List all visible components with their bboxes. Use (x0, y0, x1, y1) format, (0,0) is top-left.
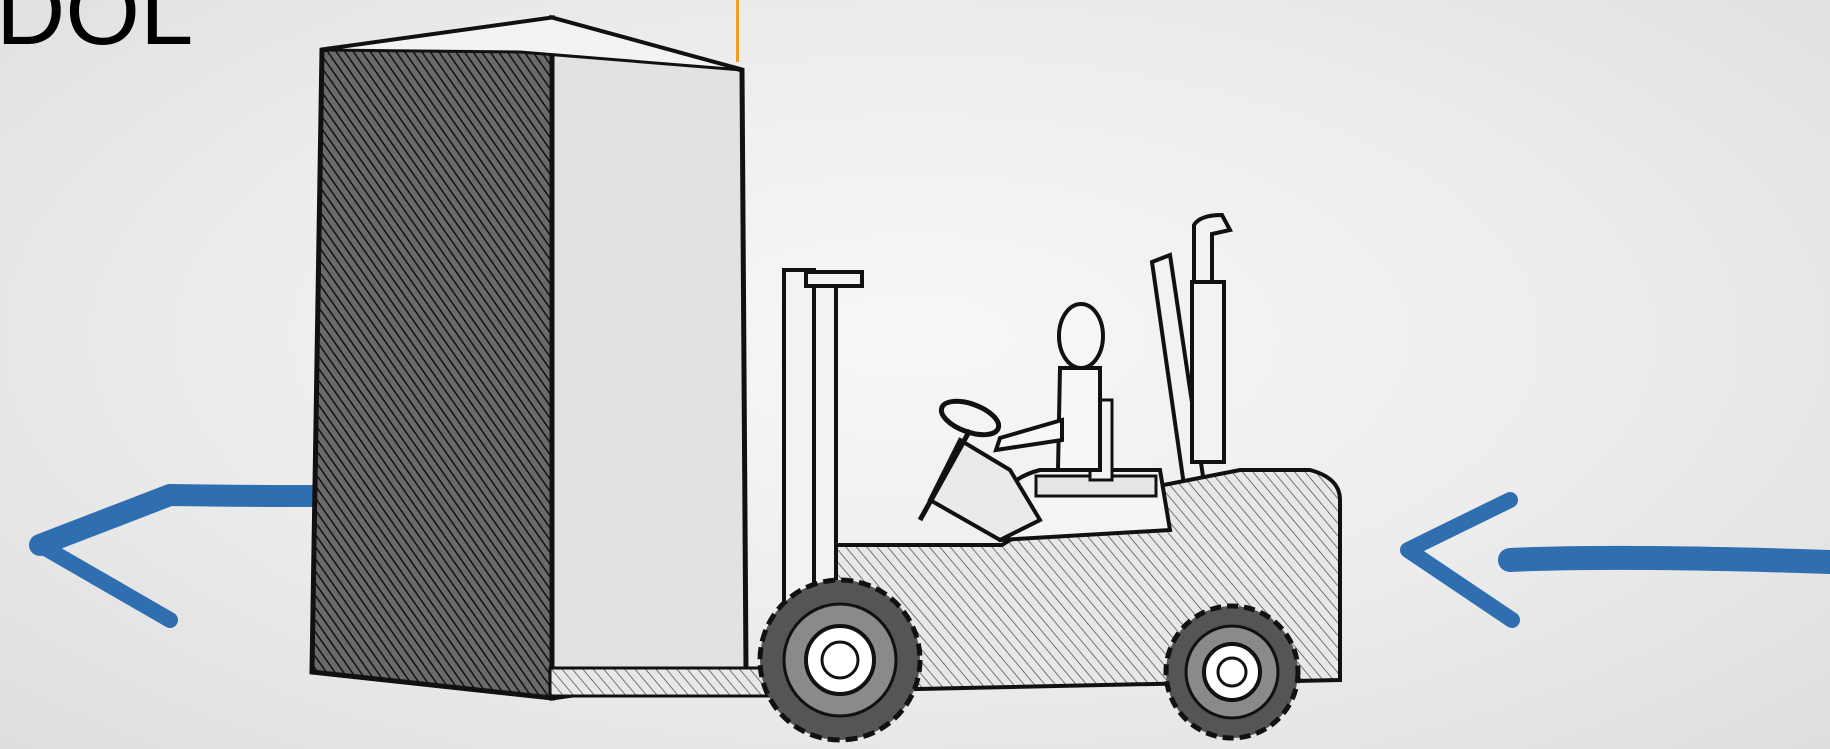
arrow-left-icon (40, 495, 320, 620)
cargo-box (312, 18, 746, 698)
arrow-left-icon (1408, 500, 1830, 620)
forklift-rear-wheel (1166, 606, 1298, 738)
forklift-front-wheel (760, 580, 920, 740)
